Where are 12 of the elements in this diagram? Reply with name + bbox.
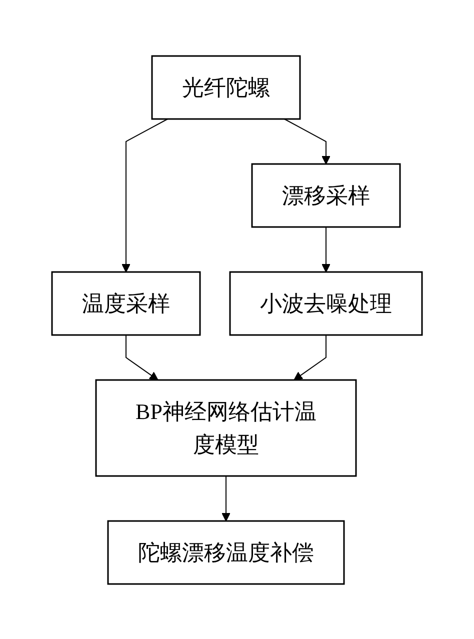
arrow xyxy=(294,334,326,380)
arrow xyxy=(322,226,330,272)
node-box: 温度采样 xyxy=(51,270,201,336)
node-box: 小波去噪处理 xyxy=(229,270,423,336)
node-box: 漂移采样 xyxy=(251,162,401,228)
arrow xyxy=(222,475,230,521)
arrow xyxy=(122,118,168,272)
node-box: 陀螺漂移温度补偿 xyxy=(107,520,345,584)
node-box: 光纤陀螺 xyxy=(151,54,301,120)
arrow xyxy=(126,334,158,380)
arrow xyxy=(284,118,330,164)
node-box: BP神经网络估计温度模型 xyxy=(95,378,357,476)
